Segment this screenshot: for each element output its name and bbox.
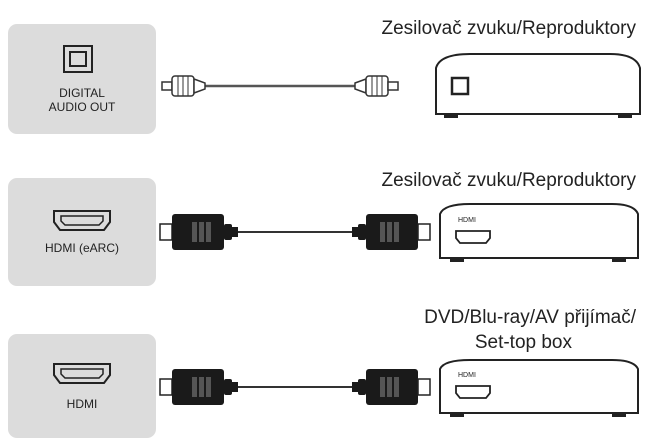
hdmi-port-icon — [53, 363, 111, 384]
optical-plug-right — [354, 75, 399, 97]
tv-port-label-3: HDMI — [67, 397, 98, 411]
optical-cable — [161, 75, 399, 97]
device-box-2: HDMI — [439, 203, 639, 262]
device-box-3: HDMI — [439, 359, 639, 417]
device-port-label-2: HDMI — [458, 217, 476, 224]
hdmi-cable — [159, 369, 431, 405]
hdmi-port-icon — [455, 385, 491, 399]
tv-port-panel-3: HDMI — [8, 334, 156, 438]
device-title-2: Zesilovač zvuku/Reproduktory — [381, 170, 637, 191]
tv-port-panel-1: DIGITAL AUDIO OUT — [8, 24, 156, 134]
optical-plug-left — [161, 75, 206, 97]
optical-port-icon — [63, 45, 93, 73]
tv-port-label-2: HDMI (eARC) — [45, 241, 119, 255]
device-port-label-3: HDMI — [458, 372, 476, 379]
tv-port-label-1b: AUDIO OUT — [49, 100, 116, 114]
device-title-1: Zesilovač zvuku/Reproduktory — [381, 18, 637, 39]
hdmi-port-icon — [455, 230, 491, 244]
hdmi-plug-right — [352, 214, 431, 250]
device-title-3: DVD/Blu-ray/AV přijímač/ Set-top box — [424, 307, 636, 353]
tv-port-label-1a: DIGITAL — [59, 86, 105, 100]
hdmi-port-icon — [53, 210, 111, 231]
hdmi-plug-left — [159, 369, 238, 405]
tv-port-panel-2: HDMI (eARC) — [8, 178, 156, 286]
hdmi-plug-right — [352, 369, 431, 405]
device-box-1 — [435, 53, 641, 118]
hdmi-plug-left — [159, 214, 238, 250]
hdmi-cable — [159, 214, 431, 250]
optical-port-icon — [450, 76, 470, 96]
